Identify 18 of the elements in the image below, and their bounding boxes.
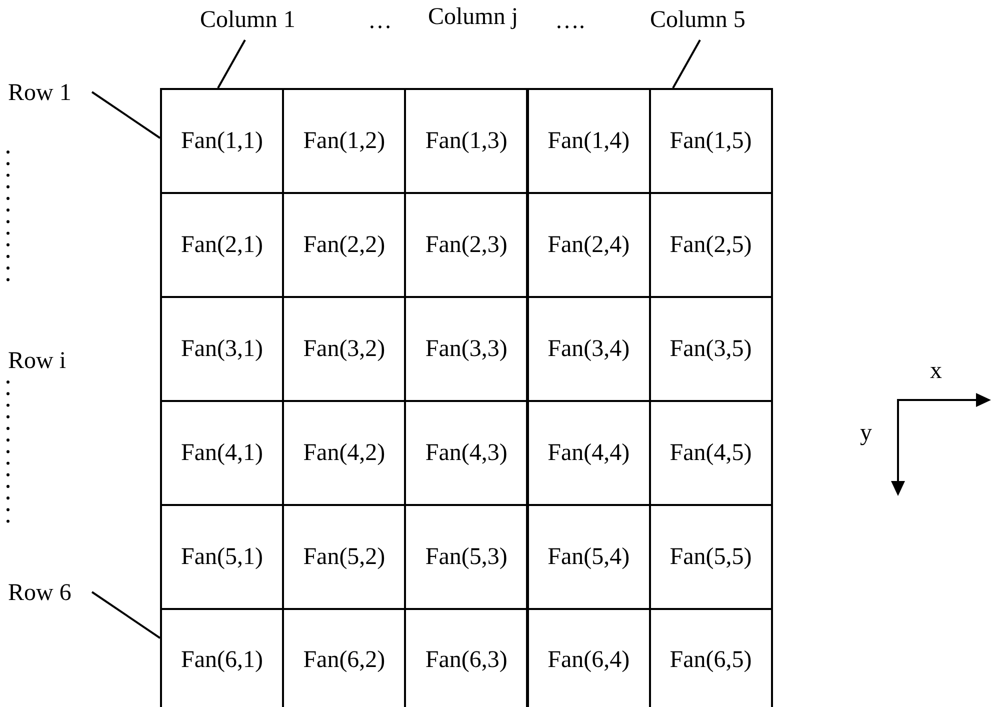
leader-line [91, 591, 161, 639]
grid-cell: Fan(1,3) [404, 88, 528, 194]
grid-cell: Fan(1,4) [526, 88, 651, 194]
axis-label: x [930, 357, 942, 386]
axis-label: Column 1 [200, 5, 296, 35]
leader-line [217, 40, 246, 88]
leader-line [91, 91, 161, 139]
axis-label: y [860, 419, 872, 448]
column-label: Column j [428, 3, 518, 32]
ellipsis-text: … [368, 7, 392, 36]
grid-cell: Fan(1,5) [648, 88, 773, 194]
axis-label: Row 1 [8, 78, 72, 108]
grid-cell: Fan(1,1) [160, 88, 284, 194]
row-label: Row i [8, 347, 66, 376]
axis-label: Row 6 [8, 578, 72, 608]
axis-label: Column 5 [650, 5, 746, 35]
leader-line [672, 40, 701, 88]
ellipsis-text: …. [555, 7, 585, 36]
